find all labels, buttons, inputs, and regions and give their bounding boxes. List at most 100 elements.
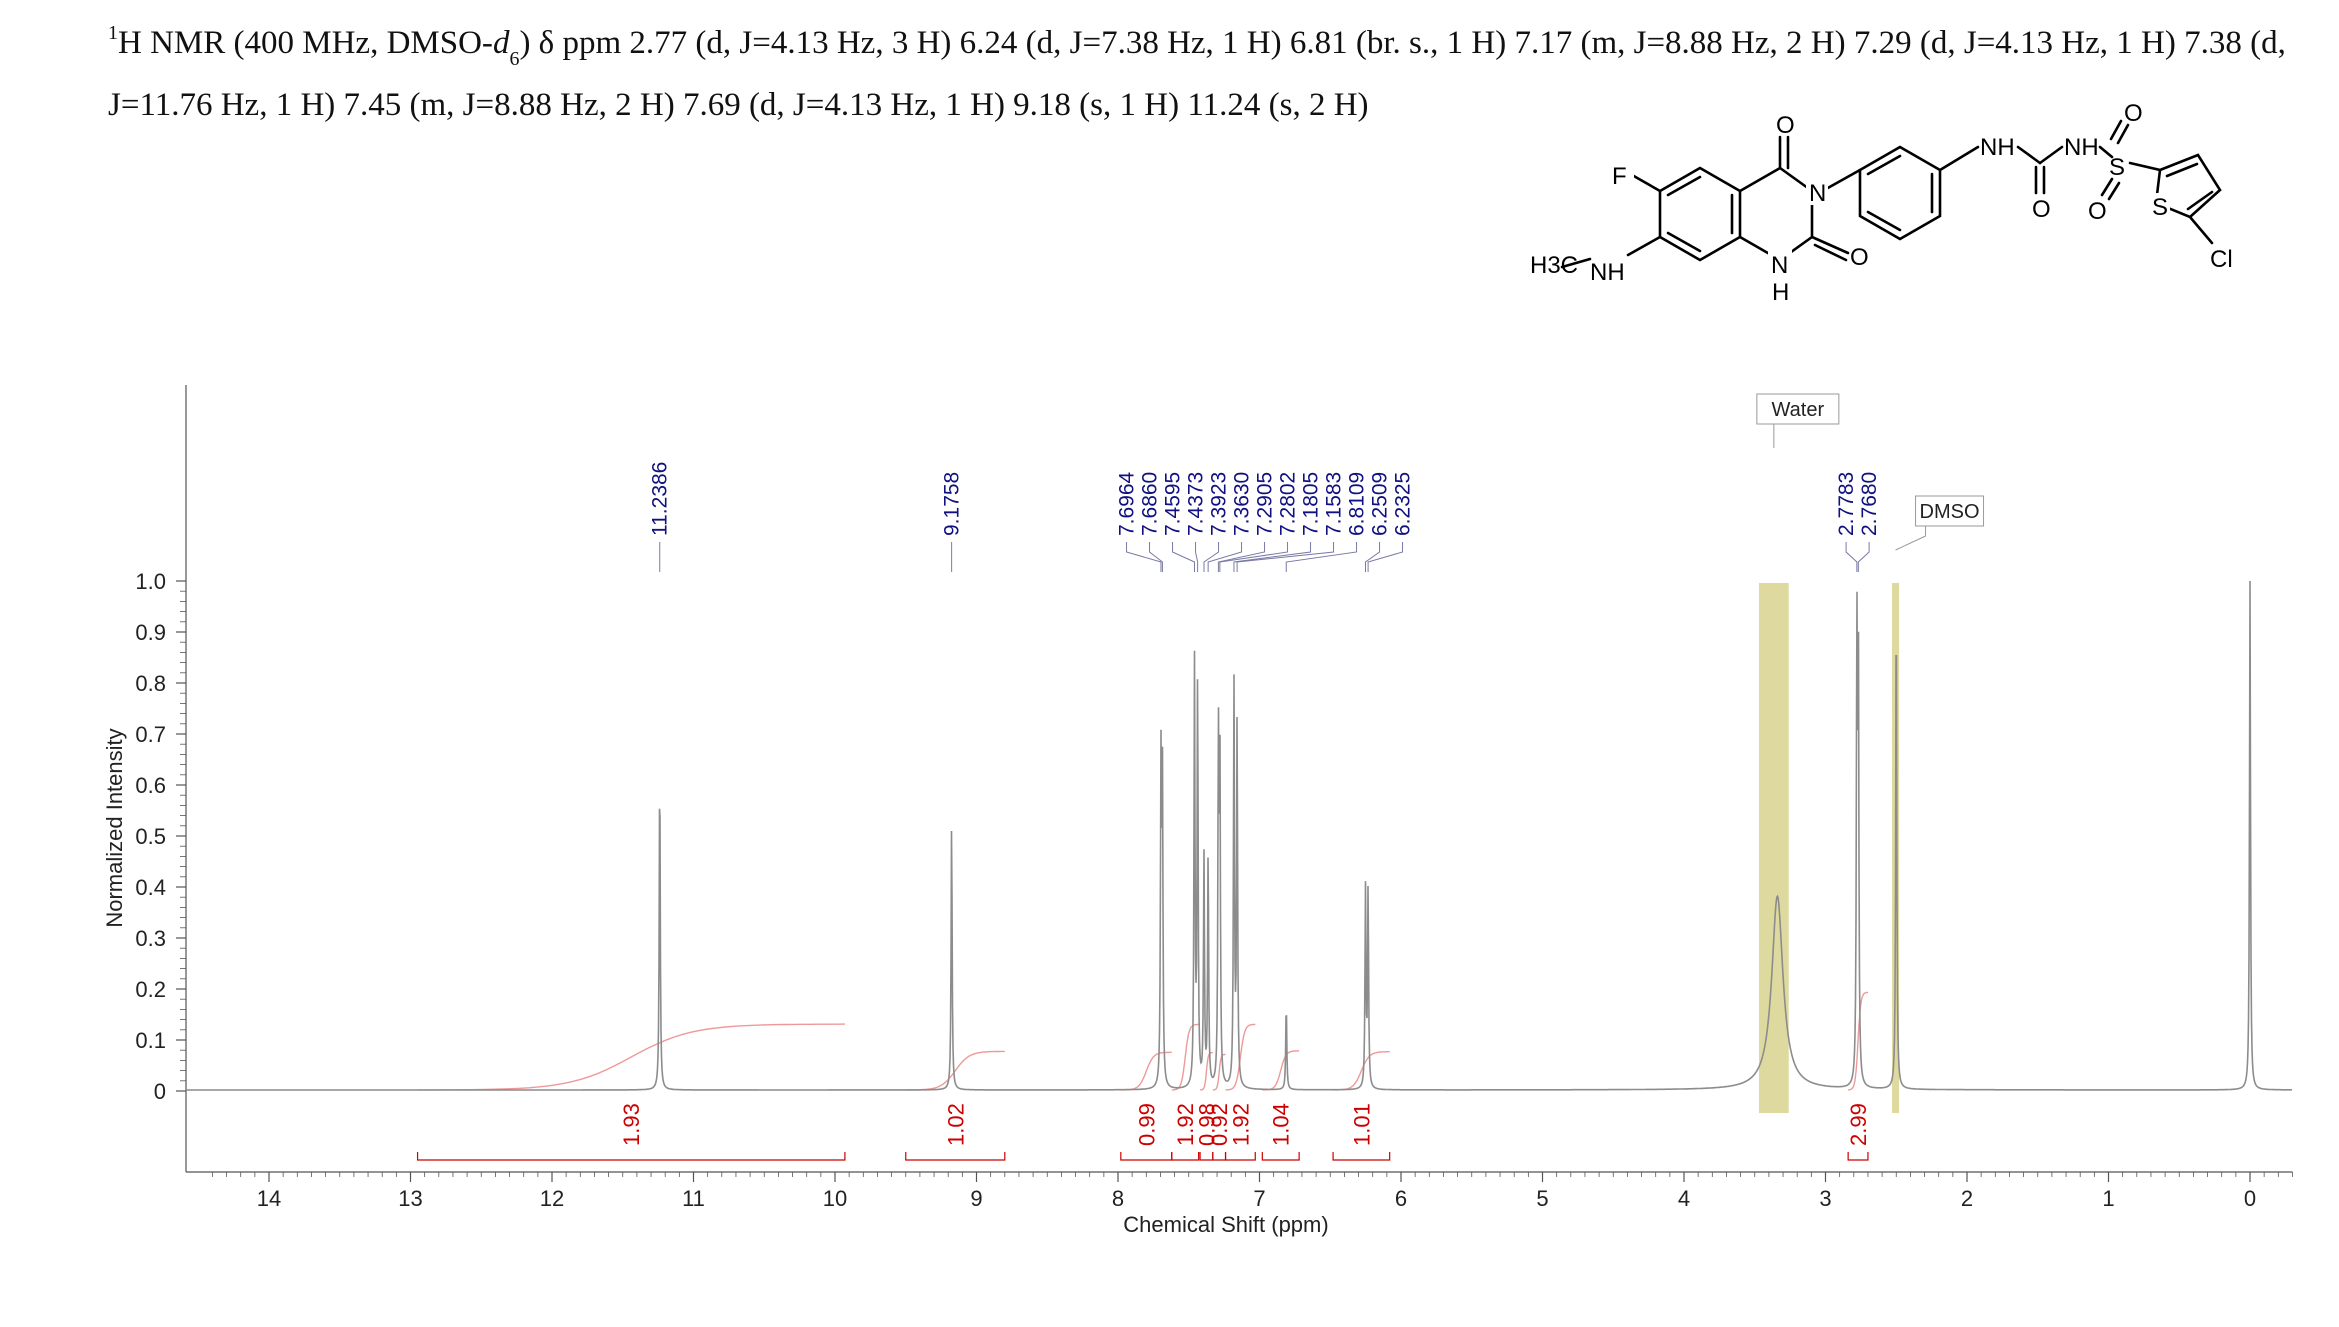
atom-chlorine: Cl: [2210, 246, 2233, 273]
y-tick-label: 0.9: [135, 620, 166, 645]
peak-label: 6.2509: [1369, 472, 1392, 536]
y-tick-label: 0: [154, 1079, 166, 1104]
y-tick-label: 0.8: [135, 671, 166, 696]
atom-oxygen-ring: O: [1850, 244, 1869, 271]
peak-label-leader: [1367, 542, 1404, 572]
solvent-d: d: [492, 25, 510, 61]
integral-curve: [1848, 991, 1868, 1091]
x-tick-label: 2: [1961, 1186, 1973, 1211]
integral-bracket: [1171, 1152, 1200, 1161]
urea-nh-2: NH: [2064, 134, 2099, 161]
methyl-group: H3C: [1530, 252, 1578, 279]
integral-value: 1.01: [1349, 1103, 1374, 1146]
x-tick-label: 13: [398, 1186, 422, 1211]
peak-label: 7.4373: [1185, 472, 1208, 536]
chemical-structure: F O N N H O H3C NH NH NH S O O O S Cl: [1530, 100, 2233, 306]
annotation-box: [1756, 393, 1840, 425]
integral-value: 0.98: [1194, 1103, 1219, 1146]
peak-label: 6.8109: [1346, 472, 1369, 536]
x-tick-label: 4: [1678, 1186, 1690, 1211]
peak-label-leader: [1364, 542, 1381, 572]
peak-label-leader: [1149, 542, 1163, 572]
annotation-label: Water: [1772, 399, 1825, 421]
y-tick-label: 0.7: [135, 722, 166, 747]
y-tick-label: 0.3: [135, 926, 166, 951]
peak-label: 7.2802: [1277, 472, 1300, 536]
integral-value: 1.93: [619, 1103, 644, 1146]
integral-bracket: [1212, 1152, 1227, 1161]
annotation-box: [1915, 495, 1985, 527]
x-tick-label: 0: [2244, 1186, 2256, 1211]
x-tick-label: 3: [1819, 1186, 1831, 1211]
y-tick-label: 0.1: [135, 1028, 166, 1053]
peak-label: 7.3923: [1208, 472, 1231, 536]
atom-fluorine: F: [1612, 163, 1627, 190]
peak-label-leader: [1126, 542, 1162, 572]
integral-value: 2.99: [1846, 1103, 1871, 1146]
peak-label: 7.3630: [1231, 472, 1254, 536]
y-tick-label: 0.6: [135, 773, 166, 798]
atom-oxygen-sulfonyl-2: O: [2088, 198, 2107, 225]
peak-label: 2.7680: [1858, 472, 1881, 536]
annotation-leader: [1895, 524, 1927, 551]
atom-oxygen-carbonyl: O: [1776, 112, 1795, 139]
y-tick-label: 1.0: [135, 569, 166, 594]
peak-label-leader: [1203, 542, 1220, 572]
x-tick-label: 6: [1395, 1186, 1407, 1211]
x-tick-label: 12: [540, 1186, 564, 1211]
peak-label: 7.1583: [1323, 472, 1346, 536]
peak-label-leader: [1217, 542, 1266, 572]
integral-bracket: [905, 1152, 1006, 1161]
header-text-start: H NMR (400 MHz, DMSO-: [118, 25, 493, 61]
atom-nitrogen-ring: N: [1809, 180, 1826, 207]
atom-sulfur-thiophene: S: [2152, 194, 2168, 221]
peak-label-leader: [1219, 542, 1289, 572]
y-tick-label: 0.2: [135, 977, 166, 1002]
peak-label: 6.2325: [1392, 472, 1415, 536]
peak-label: 11.2386: [649, 462, 672, 536]
peak-label-leader: [1207, 542, 1243, 572]
integral-value: 0.99: [1134, 1103, 1159, 1146]
integral-bracket: [1224, 1152, 1256, 1161]
integral-bracket: [1199, 1152, 1214, 1161]
integral-curves: [417, 991, 1868, 1091]
x-tick-label: 7: [1253, 1186, 1265, 1211]
peak-label: 7.4595: [1162, 472, 1185, 536]
urea-nh-1: NH: [1980, 134, 2015, 161]
integral-curve: [1225, 1023, 1256, 1091]
integral-curve: [1200, 1051, 1213, 1091]
phenyl-ring: [1858, 145, 1942, 241]
y-tick-label: 0.4: [135, 875, 166, 900]
atom-nitrogen-nh: N: [1771, 252, 1788, 279]
integral-curve: [417, 1023, 845, 1091]
peak-label: 2.7783: [1835, 472, 1858, 536]
integral-bracket: [416, 1152, 846, 1161]
atom-hydrogen: H: [1772, 279, 1789, 306]
x-tick-label: 10: [823, 1186, 847, 1211]
peak-label: 9.1758: [941, 472, 964, 536]
integral-bracket: [1332, 1152, 1391, 1161]
y-axis-label: Normalized Intensity: [102, 728, 127, 927]
peak-label-leader: [1172, 542, 1195, 572]
header-text-peaks: ) δ ppm 2.77 (d, J=4.13 Hz, 3 H) 6.24 (d…: [108, 25, 2286, 123]
nmr-data-header: 1H NMR (400 MHz, DMSO-d6) δ ppm 2.77 (d,…: [108, 10, 2328, 128]
atom-sulfur-sulfonyl: S: [2109, 154, 2125, 181]
peak-label: 7.1805: [1300, 472, 1323, 536]
x-tick-label: 11: [682, 1186, 705, 1211]
atom-oxygen-sulfonyl-1: O: [2124, 100, 2143, 127]
x-axis-label: Chemical Shift (ppm): [1123, 1212, 1328, 1237]
x-tick-label: 5: [1536, 1186, 1548, 1211]
integral-value: 1.02: [943, 1103, 968, 1146]
x-tick-label: 1: [2102, 1186, 2114, 1211]
integral-bracket: [1120, 1152, 1173, 1161]
peak-label-leader: [1857, 542, 1870, 572]
peak-label: 7.2905: [1254, 472, 1277, 536]
integral-value: 1.92: [1173, 1103, 1198, 1146]
amine-nh: NH: [1590, 259, 1625, 286]
spectrum-line: [186, 580, 2292, 1091]
x-tick-label: 14: [257, 1186, 281, 1211]
